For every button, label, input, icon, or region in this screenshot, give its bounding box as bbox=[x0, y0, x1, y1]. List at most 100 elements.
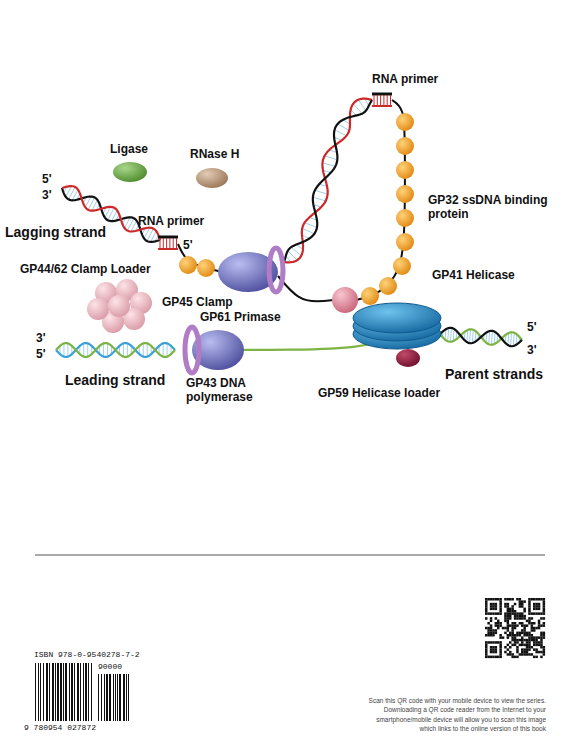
qr-module bbox=[490, 627, 493, 630]
qr-module bbox=[528, 620, 531, 623]
qr-module bbox=[492, 605, 495, 608]
barcode-bar bbox=[77, 663, 79, 721]
qr-module bbox=[504, 612, 507, 615]
protein-label: Ligase bbox=[110, 142, 148, 156]
qr-module bbox=[535, 636, 538, 639]
qr-module bbox=[516, 624, 519, 627]
protein-label: GP61 Primase bbox=[200, 310, 281, 324]
qr-module bbox=[507, 620, 510, 623]
qr-module bbox=[485, 651, 488, 654]
qr-module bbox=[514, 636, 517, 639]
qr-module bbox=[509, 617, 512, 620]
qr-module bbox=[533, 639, 536, 642]
barcode-bar bbox=[35, 663, 36, 721]
base-pair bbox=[313, 197, 326, 201]
qr-module bbox=[528, 617, 531, 620]
qr-module bbox=[538, 608, 541, 611]
base-pair bbox=[353, 104, 362, 114]
qr-module bbox=[509, 598, 512, 601]
qr-module bbox=[490, 617, 493, 620]
qr-module bbox=[495, 603, 498, 606]
qr-module bbox=[495, 656, 498, 659]
qr-module bbox=[499, 622, 502, 625]
qr-module bbox=[521, 629, 524, 632]
qr-module bbox=[543, 605, 546, 608]
qr-module bbox=[519, 632, 522, 635]
qr-module bbox=[531, 624, 534, 627]
base-pair bbox=[305, 223, 317, 228]
barcode-bar bbox=[74, 663, 75, 721]
base-pair bbox=[127, 343, 128, 356]
leading-clamp bbox=[185, 327, 199, 373]
qr-module bbox=[507, 603, 510, 606]
qr-module bbox=[535, 656, 538, 659]
qr-module bbox=[509, 646, 512, 649]
qr-module bbox=[492, 612, 495, 615]
qr-module bbox=[516, 651, 519, 654]
barcode-bar bbox=[113, 674, 114, 721]
qr-module bbox=[521, 641, 524, 644]
qr-module bbox=[495, 617, 498, 620]
qr-module bbox=[495, 624, 498, 627]
qr-module bbox=[523, 624, 526, 627]
barcode bbox=[35, 663, 129, 721]
qr-module bbox=[511, 636, 514, 639]
qr-module bbox=[509, 653, 512, 656]
qr-module bbox=[523, 615, 526, 618]
helicase-ring bbox=[353, 303, 441, 333]
protein-label: GP43 DNA polymerase bbox=[186, 376, 286, 405]
qr-module bbox=[487, 598, 490, 601]
qr-module bbox=[523, 617, 526, 620]
qr-module bbox=[526, 648, 529, 651]
qr-module bbox=[507, 653, 510, 656]
qr-module bbox=[519, 622, 522, 625]
qr-module bbox=[538, 603, 541, 606]
qr-module bbox=[485, 598, 488, 601]
qr-module bbox=[511, 610, 514, 613]
ssb-bead bbox=[396, 185, 414, 203]
qr-module bbox=[531, 627, 534, 630]
qr-module bbox=[535, 639, 538, 642]
qr-module bbox=[519, 612, 522, 615]
lagging-clamp bbox=[269, 248, 283, 292]
barcode-bar bbox=[126, 674, 127, 721]
primer-tick bbox=[160, 238, 161, 249]
isbn-text: ISBN 978-0-9540278-7-2 bbox=[34, 651, 140, 660]
qr-module bbox=[526, 653, 529, 656]
qr-module bbox=[523, 634, 526, 637]
base-pair bbox=[447, 328, 449, 341]
qr-module bbox=[511, 653, 514, 656]
qr-module bbox=[507, 636, 510, 639]
qr-module bbox=[516, 641, 519, 644]
primer-tick bbox=[166, 238, 167, 249]
qr-module bbox=[490, 629, 493, 632]
qr-module bbox=[499, 636, 502, 639]
qr-module bbox=[509, 634, 512, 637]
strand-label: Parent strands bbox=[445, 366, 543, 383]
qr-note: Scan this QR code with your mobile devic… bbox=[368, 696, 546, 734]
barcode-bar bbox=[91, 663, 92, 721]
qr-module bbox=[499, 644, 502, 647]
base-pair bbox=[335, 130, 347, 136]
qr-module bbox=[495, 622, 498, 625]
primer-bar bbox=[158, 236, 178, 239]
dna-strand bbox=[56, 343, 175, 357]
qr-module bbox=[492, 656, 495, 659]
qr-module bbox=[497, 612, 500, 615]
primer-tick bbox=[390, 95, 391, 106]
qr-module bbox=[492, 629, 495, 632]
qr-module bbox=[521, 636, 524, 639]
qr-module bbox=[487, 641, 490, 644]
barcode-bar bbox=[117, 674, 118, 721]
qr-module bbox=[538, 612, 541, 615]
barcode-bar bbox=[38, 663, 39, 721]
qr-module bbox=[538, 644, 541, 647]
divider-rule bbox=[35, 555, 545, 556]
base-pair bbox=[302, 228, 314, 233]
qr-module bbox=[528, 641, 531, 644]
clamp-loader-subunit bbox=[108, 295, 130, 317]
protein-label: GP59 Helicase loader bbox=[318, 386, 440, 400]
qr-module bbox=[487, 627, 490, 630]
qr-module bbox=[485, 603, 488, 606]
qr-module bbox=[490, 603, 493, 606]
